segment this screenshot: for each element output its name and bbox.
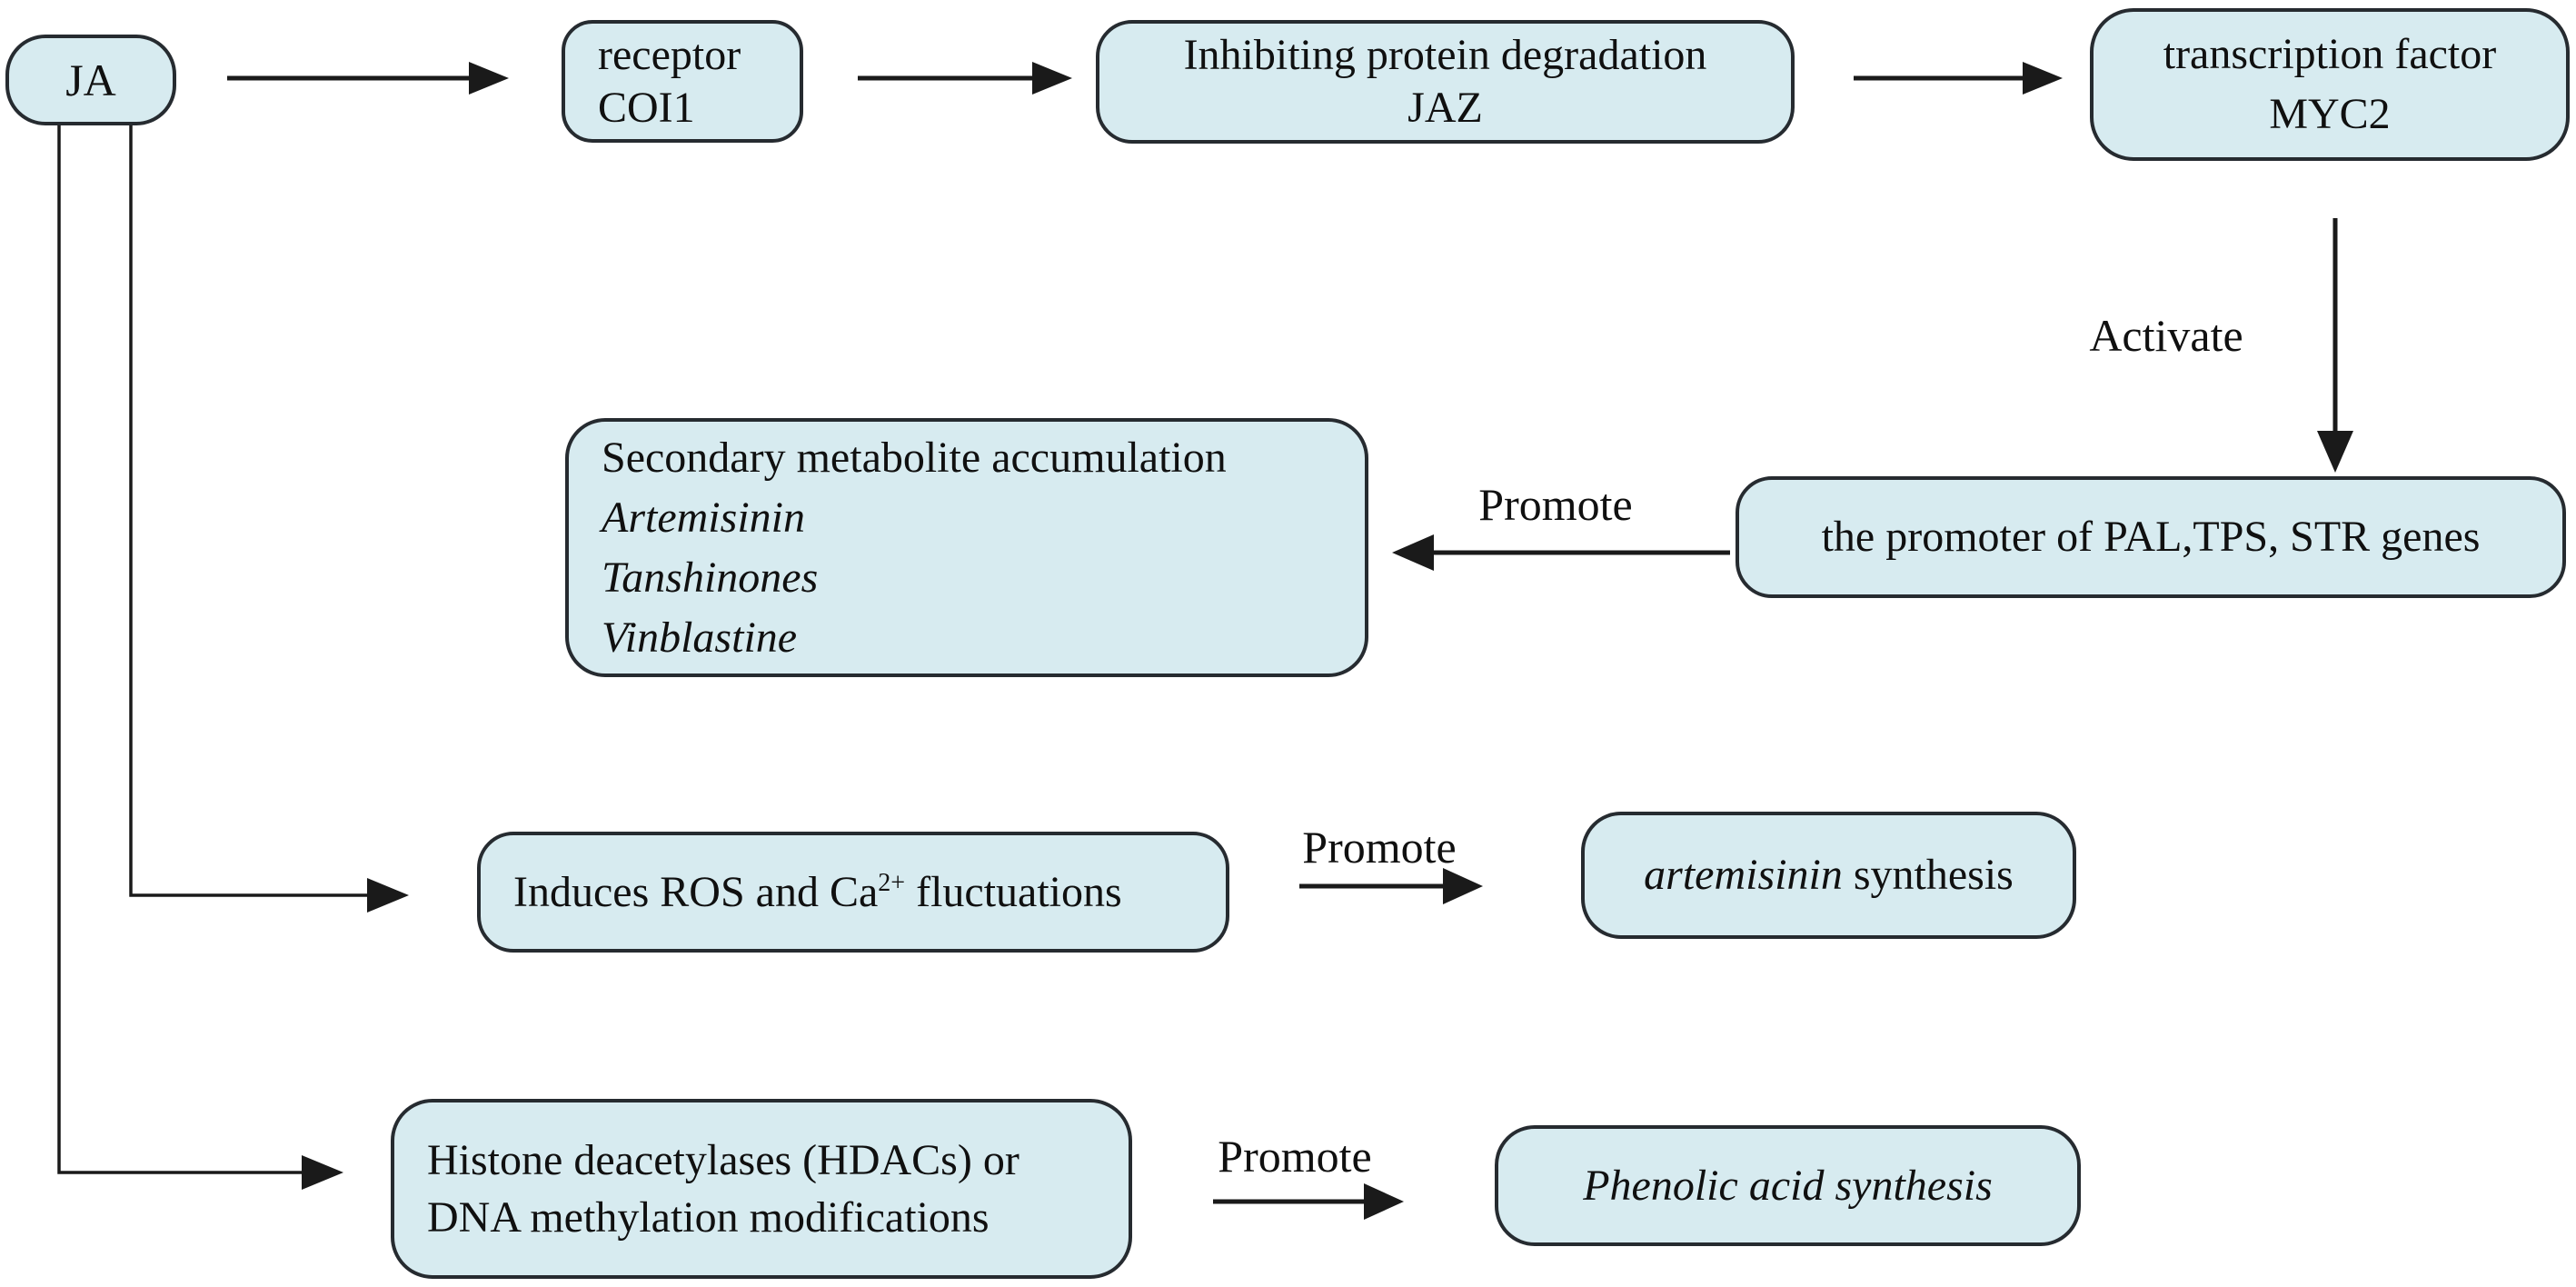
- node-secondary-item-tanshinones: Tanshinones: [602, 553, 819, 602]
- node-secondary-item-vinblastine: Vinblastine: [602, 613, 798, 662]
- node-receptor-line2: COI1: [598, 83, 695, 132]
- node-ros-text: Induces ROS and Ca2+ fluctuations: [513, 866, 1122, 919]
- arrow-promoter-to-secondary: [1392, 534, 1730, 571]
- node-jaz-line1: Inhibiting protein degradation: [1183, 31, 1707, 79]
- edge-label-promote-2: Promote: [1302, 822, 1457, 873]
- node-jaz-line2: JAZ: [1407, 84, 1483, 132]
- node-histone-dna: Histone deacetylases (HDACs) or DNA meth…: [391, 1099, 1132, 1279]
- arrow-histone-to-phenolic: [1213, 1183, 1404, 1220]
- arrow-receptor-to-jaz: [858, 62, 1072, 95]
- node-receptor-coi1: receptor COI1: [562, 20, 803, 143]
- node-histone-line1: Histone deacetylases (HDACs) or: [427, 1136, 1019, 1184]
- node-ros-prefix: Induces ROS and Ca: [513, 867, 879, 916]
- node-jaz: Inhibiting protein degradation JAZ: [1096, 20, 1795, 144]
- node-phenolic-label: Phenolic acid synthesis: [1583, 1161, 1993, 1210]
- branch-line: [57, 125, 302, 1174]
- arrow-head: [469, 62, 509, 95]
- arrow-head: [302, 1155, 343, 1190]
- node-artemisinin-text: artemisinin synthesis: [1644, 849, 2014, 902]
- arrow-head: [1364, 1183, 1404, 1220]
- edge-label-activate: Activate: [2089, 310, 2243, 361]
- node-myc2-line1: transcription factor: [2163, 30, 2497, 78]
- node-promoter-genes: the promoter of PAL,TPS, STR genes: [1736, 476, 2566, 598]
- node-secondary-metabolites: Secondary metabolite accumulation Artemi…: [565, 418, 1368, 677]
- node-ros-calcium: Induces ROS and Ca2+ fluctuations: [477, 832, 1229, 953]
- node-ros-superscript: 2+: [878, 868, 906, 897]
- edge-label-promote-3: Promote: [1218, 1131, 1372, 1182]
- node-histone-line2: DNA methylation modifications: [427, 1193, 990, 1242]
- node-myc2: transcription factor MYC2: [2090, 8, 2570, 161]
- arrow-head: [1032, 62, 1072, 95]
- branch-ja-to-ros: [129, 125, 409, 913]
- arrow-head: [1392, 534, 1434, 571]
- node-receptor-line1: receptor: [598, 30, 741, 79]
- node-artemisinin-synthesis: artemisinin synthesis: [1581, 812, 2076, 939]
- node-promoter-label: the promoter of PAL,TPS, STR genes: [1821, 513, 2481, 561]
- arrow-head: [367, 878, 409, 913]
- arrow-head: [1443, 868, 1483, 904]
- arrow-head: [2023, 62, 2063, 95]
- node-secondary-title: Secondary metabolite accumulation: [602, 433, 1227, 482]
- arrow-jaz-to-myc2: [1854, 62, 2063, 95]
- node-artemisinin-italic: artemisinin: [1644, 851, 1843, 899]
- node-ros-suffix: fluctuations: [905, 867, 1122, 916]
- arrow-head: [2317, 431, 2353, 473]
- node-secondary-item-artemisinin: Artemisinin: [602, 493, 805, 542]
- node-myc2-line2: MYC2: [2269, 90, 2391, 138]
- node-phenolic-synthesis: Phenolic acid synthesis: [1495, 1125, 2081, 1246]
- node-ja-label: JA: [65, 55, 116, 105]
- node-ja: JA: [5, 35, 176, 125]
- arrow-ja-to-receptor: [227, 62, 509, 95]
- node-artemisinin-regular: synthesis: [1842, 851, 2014, 899]
- branch-line: [129, 125, 367, 897]
- edge-label-promote-1: Promote: [1478, 479, 1633, 530]
- arrow-myc2-to-promoter: [2317, 218, 2353, 473]
- branch-ja-to-histone: [57, 125, 343, 1190]
- arrow-ros-to-artemisinin: [1299, 868, 1483, 904]
